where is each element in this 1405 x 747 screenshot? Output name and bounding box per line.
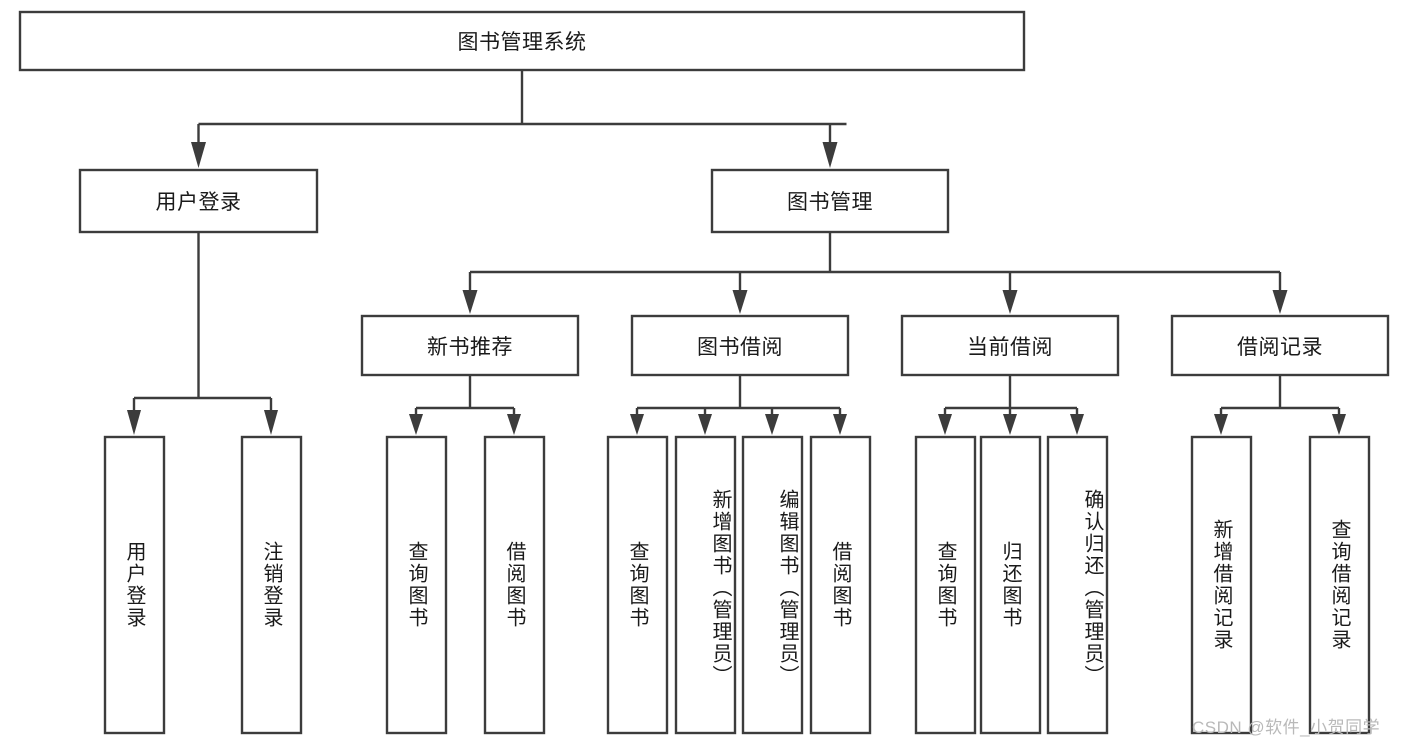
node-box-book-borrow[interactable] — [630, 314, 850, 377]
arrow-head-leaf-borrow-book-2 — [833, 414, 847, 435]
connectors-new-book-rec-to-leaves — [409, 375, 521, 435]
leaf-box-query-book-1[interactable] — [385, 435, 448, 735]
leaf-box-add-book[interactable] — [674, 435, 737, 735]
node-box-current-borrow[interactable] — [900, 314, 1120, 377]
leaf-box-confirm-return[interactable] — [1046, 435, 1109, 735]
arrow-head-book-mgmt — [822, 142, 838, 168]
node-box-root[interactable] — [18, 10, 1026, 72]
leaf-box-borrow-book-1[interactable] — [483, 435, 546, 735]
arrow-head-leaf-return-book — [1003, 414, 1017, 435]
arrow-head-leaf-user-login — [127, 410, 141, 435]
node-box-book-mgmt[interactable] — [710, 168, 950, 234]
connectors-book-borrow-to-leaves — [630, 375, 847, 435]
connectors-book-mgmt-to-level3 — [462, 232, 1288, 314]
arrow-head-leaf-logout — [264, 410, 278, 435]
connectors-borrow-record-to-leaves — [1214, 375, 1346, 435]
leaf-box-user-login[interactable] — [103, 435, 166, 735]
arrow-head-user-login — [191, 142, 206, 168]
arrow-head-leaf-query-record — [1332, 414, 1346, 435]
connectors-root-to-level2 — [191, 70, 847, 168]
node-box-user-login[interactable] — [78, 168, 319, 234]
leaf-box-add-record[interactable] — [1190, 435, 1253, 735]
leaf-box-query-book-3[interactable] — [914, 435, 977, 735]
arrow-head-borrow-record — [1272, 290, 1288, 314]
arrow-head-leaf-add-record — [1214, 414, 1228, 435]
connectors-current-borrow-to-leaves — [938, 375, 1084, 435]
arrow-head-leaf-query-book-2 — [630, 414, 644, 435]
leaf-box-edit-book[interactable] — [741, 435, 804, 735]
leaf-box-borrow-book-2[interactable] — [809, 435, 872, 735]
arrow-head-leaf-borrow-book-1 — [507, 414, 521, 435]
node-box-borrow-record[interactable] — [1170, 314, 1390, 377]
arrow-head-current-borrow — [1002, 290, 1018, 314]
connectors-user-login-to-leaves — [127, 232, 278, 435]
leaf-box-logout[interactable] — [240, 435, 303, 735]
leaf-box-return-book[interactable] — [979, 435, 1042, 735]
arrow-head-leaf-query-book-3 — [938, 414, 952, 435]
arrow-head-leaf-add-book — [698, 414, 712, 435]
arrow-head-leaf-confirm-return — [1070, 414, 1084, 435]
arrow-head-new-book-rec — [462, 290, 478, 314]
node-box-new-book-rec[interactable] — [360, 314, 580, 377]
node-boxes — [18, 10, 1390, 735]
leaf-box-query-book-2[interactable] — [606, 435, 669, 735]
arrow-head-book-borrow — [732, 290, 748, 314]
leaf-box-query-record[interactable] — [1308, 435, 1371, 735]
arrow-head-leaf-edit-book — [765, 414, 779, 435]
csdn-watermark: CSDN @软件_小贺同学 — [1192, 718, 1381, 737]
arrow-head-leaf-query-book-1 — [409, 414, 423, 435]
